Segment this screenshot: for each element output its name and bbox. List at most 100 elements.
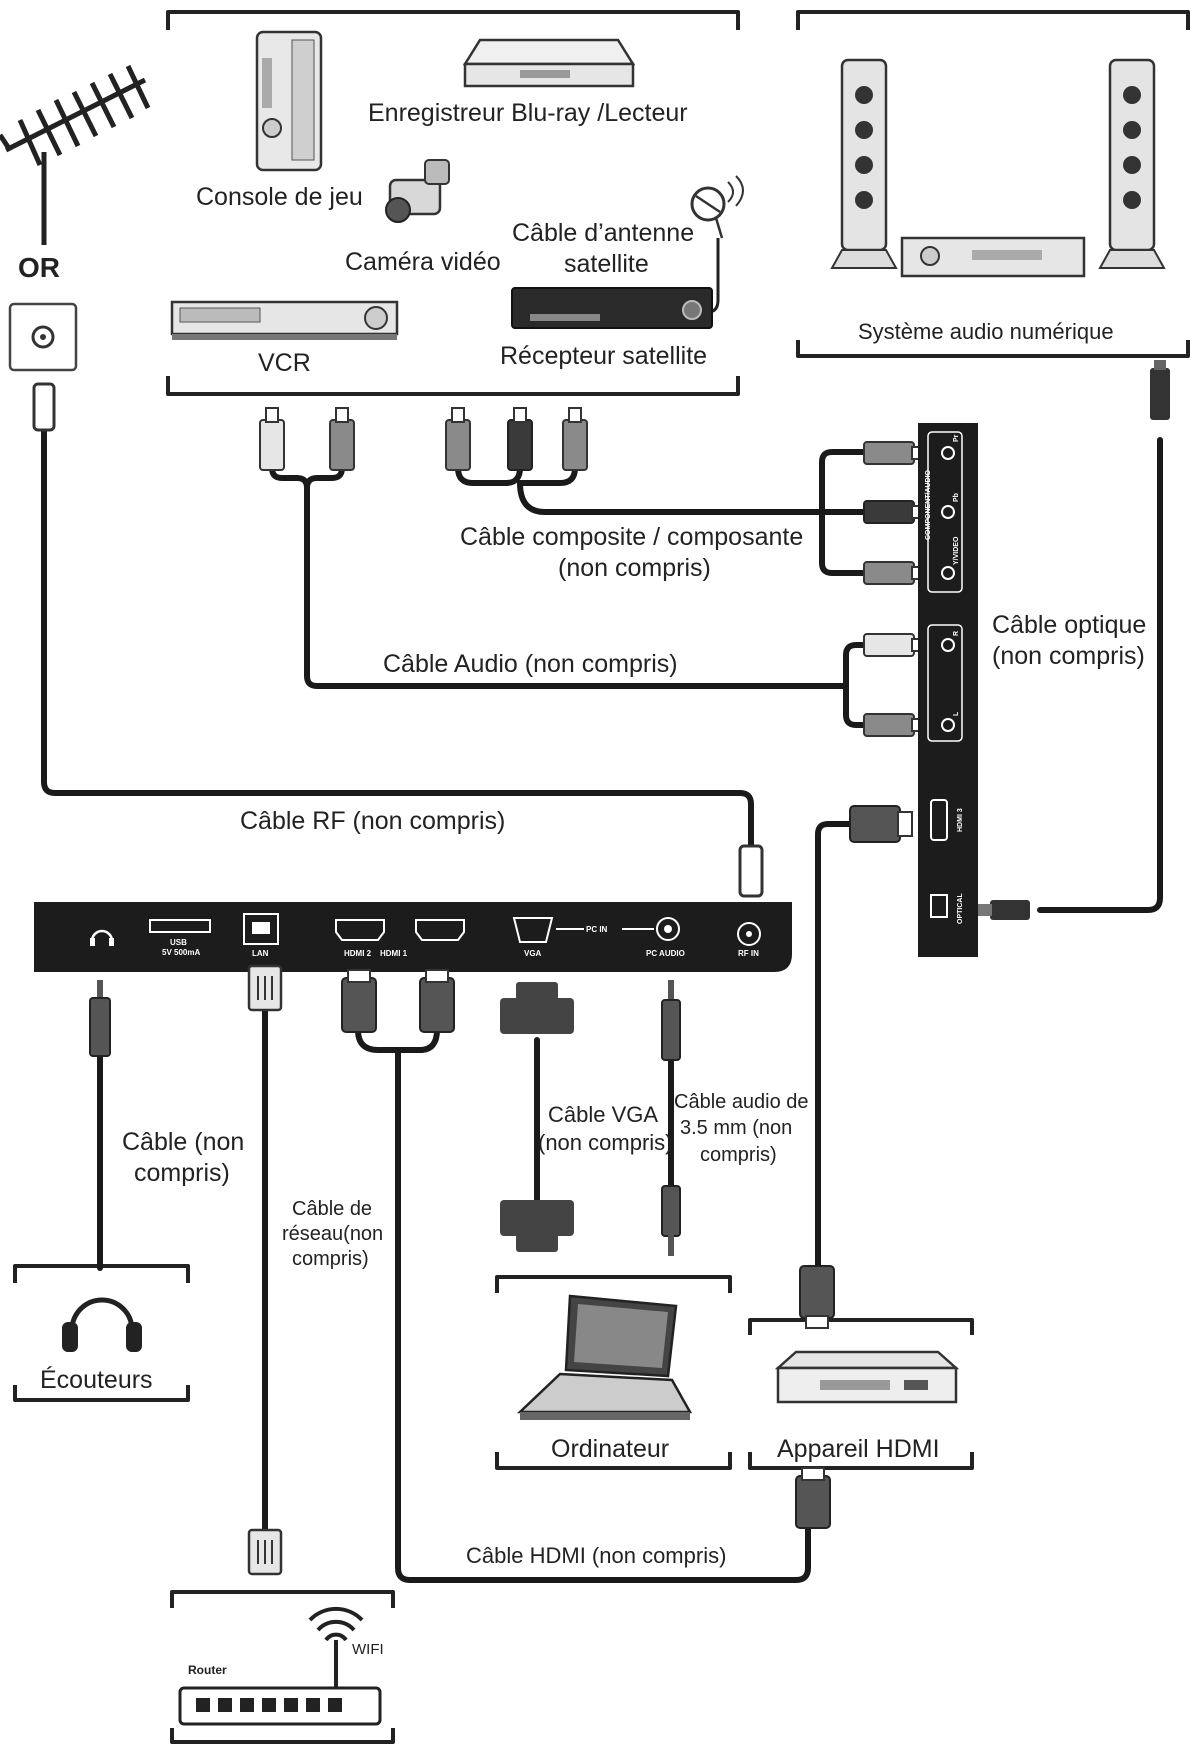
optical-cable — [1037, 437, 1163, 913]
headphone-cable-label-2: compris) — [134, 1159, 230, 1187]
rf-in-port-label: RF IN — [738, 949, 759, 958]
hdmi3-cable — [815, 821, 858, 1273]
console-label: Console de jeu — [196, 183, 363, 211]
hdmi2-port-label: HDMI 2 — [344, 949, 372, 958]
headphone-cable-label-1: Câble (non — [122, 1128, 244, 1156]
audio35-plug-top-icon — [661, 980, 681, 1061]
hdmi1-plug-icon — [419, 969, 455, 1033]
optical-plug-side-icon — [976, 900, 1030, 920]
wifi-label: WIFI — [352, 1641, 384, 1658]
usb-port-label: USB — [170, 938, 187, 947]
component-audio-port-label: COMPONENT/AUDIO — [925, 469, 932, 540]
hdmi-device-label: Appareil HDMI — [777, 1435, 940, 1463]
hdmi-device-bracket-bottom — [748, 1452, 974, 1470]
vcr-label: VCR — [258, 349, 311, 377]
game-console-icon — [255, 30, 323, 172]
vcr-icon — [170, 300, 399, 340]
speaker-right-icon — [1098, 58, 1166, 269]
component-cable-a — [455, 465, 523, 486]
receiver-unit-icon — [900, 236, 1086, 278]
rca-plug-vcr-white-icon — [259, 407, 285, 471]
headphone-plug-icon — [89, 980, 111, 1057]
network-cable-label-3: compris) — [292, 1248, 369, 1270]
video-camera-icon — [385, 159, 450, 223]
rca-plug-y-icon — [863, 561, 925, 585]
laptop-icon — [516, 1294, 693, 1420]
rca-plug-pb-icon — [863, 500, 925, 524]
router-label: Router — [188, 1663, 227, 1677]
composite-cable-label-1: Câble composite / composante — [460, 523, 803, 551]
composite-cable-label-2: (non compris) — [558, 554, 711, 582]
sat-cable-label-2: satellite — [564, 250, 649, 278]
pc-in-label: PC IN — [586, 925, 608, 934]
r-port-label: R — [953, 631, 960, 636]
hdmi1-port-label: HDMI 1 — [380, 949, 408, 958]
hdmi3-plug-icon — [849, 805, 913, 843]
wifi-icon — [308, 1606, 364, 1642]
bottom-io-panel — [34, 902, 792, 972]
hdmi-plug-device-icon — [795, 1467, 831, 1529]
audio-bracket-bottom — [796, 340, 1190, 358]
rf-cable-label: Câble RF (non compris) — [240, 807, 505, 835]
rca-plug-pr-icon — [863, 441, 925, 465]
vga-cable-label-1: Câble VGA — [548, 1102, 658, 1127]
satellite-receiver-icon — [511, 287, 713, 329]
rf-plug-bottom-icon — [738, 844, 764, 898]
lan-plug-top-icon — [247, 964, 283, 1012]
network-cable-label-2: réseau(non — [282, 1223, 383, 1245]
router-bracket-bottom — [170, 1728, 395, 1744]
satellite-dish-icon — [690, 175, 744, 239]
rca-plug-component-3-icon — [562, 407, 588, 471]
usb-port-sublabel: 5V 500mA — [162, 948, 200, 957]
router-icon — [178, 1640, 382, 1726]
bluray-player-icon — [462, 38, 636, 88]
optical-cable-label-2: (non compris) — [992, 642, 1145, 670]
audio-cable — [269, 465, 849, 689]
rf-plug-top-icon — [32, 382, 56, 432]
component-cable-y — [819, 509, 873, 576]
network-cable-label-1: Câble de — [292, 1198, 372, 1220]
optical-plug-top-icon — [1150, 360, 1170, 420]
audio-bracket-top — [796, 10, 1190, 30]
hdmi3-port-label: HDMI 3 — [957, 808, 964, 832]
audio35-cable-label-3: compris) — [700, 1144, 777, 1166]
audio-cable-r-branch — [843, 642, 873, 689]
sat-cable-label-1: Câble d’antenne — [512, 219, 694, 247]
hdmi-device-bracket-top — [748, 1318, 974, 1335]
side-io-panel — [918, 423, 978, 957]
computer-bracket-bottom — [495, 1452, 732, 1470]
camera-label: Caméra vidéo — [345, 248, 501, 276]
sources-bracket-bottom — [166, 376, 740, 396]
headphones-bracket-bottom — [13, 1385, 190, 1402]
hdmi3-plug-bottom-icon — [799, 1265, 835, 1329]
headphones-icon — [62, 1297, 142, 1352]
optical-port-label: OPTICAL — [957, 893, 964, 924]
rca-plug-component-1-icon — [445, 407, 471, 471]
or-label: OR — [18, 252, 60, 283]
hdmi-cable-label: Câble HDMI (non compris) — [466, 1543, 726, 1568]
rca-plug-r-icon — [863, 633, 925, 657]
rca-plug-l-icon — [863, 713, 925, 737]
computer-label: Ordinateur — [551, 1435, 669, 1463]
router-bracket-top — [170, 1590, 395, 1608]
vga-port-label: VGA — [524, 949, 542, 958]
antenna-icon — [0, 64, 151, 245]
rca-plug-vcr-gray-icon — [329, 407, 355, 471]
rca-plug-component-2-icon — [507, 407, 533, 471]
component-cable-pr — [819, 449, 873, 515]
vga-plug-top-icon — [500, 982, 574, 1034]
rf-cable — [41, 405, 754, 851]
audio35-cable-label-2: 3.5 mm (non — [680, 1117, 792, 1139]
vga-cable-label-2: (non compris) — [538, 1130, 672, 1155]
audio-cable-branch — [304, 465, 345, 491]
sat-receiver-label: Récepteur satellite — [500, 342, 707, 370]
hdmi2-plug-icon — [341, 969, 377, 1033]
audio-cable-label: Câble Audio (non compris) — [383, 650, 678, 678]
audio35-plug-bottom-icon — [661, 1185, 681, 1256]
computer-bracket-top — [495, 1275, 732, 1293]
speaker-left-icon — [830, 58, 898, 269]
pr-port-label: Pr — [953, 434, 960, 442]
hdmi-device-icon — [774, 1350, 960, 1404]
lan-port-label: LAN — [252, 949, 269, 958]
pb-port-label: Pb — [953, 493, 960, 502]
